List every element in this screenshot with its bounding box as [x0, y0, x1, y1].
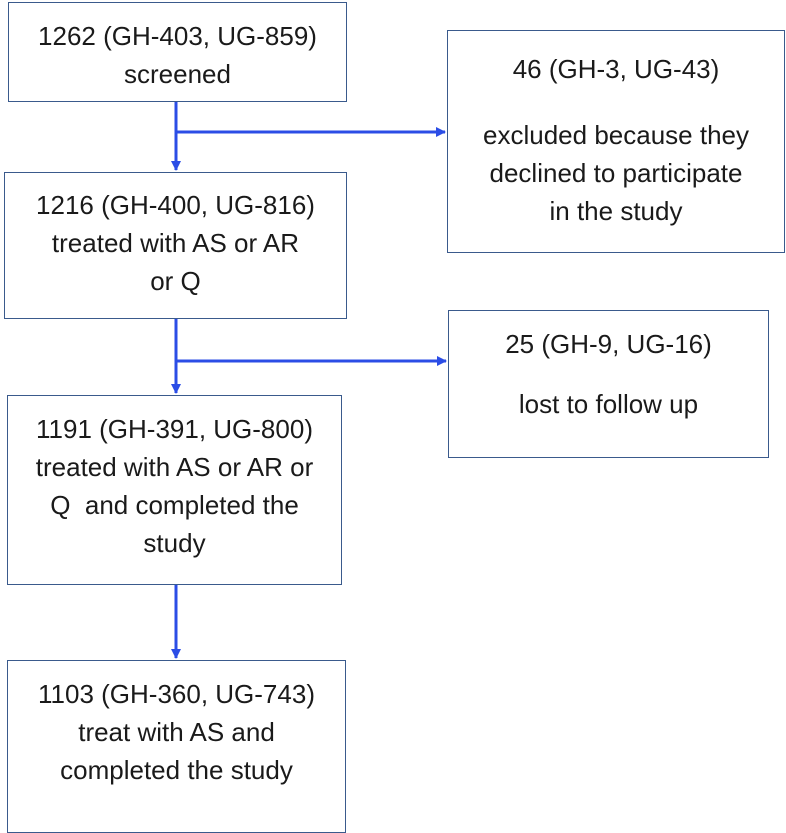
completed-label-line: Q and completed the: [50, 490, 299, 520]
treated-count: 1216 (GH-400, UG-816): [36, 190, 315, 220]
screened-box: 1262 (GH-403, UG-859) screened: [8, 2, 347, 102]
completed-label-line: treated with AS or AR or: [35, 452, 314, 482]
lost-box: 25 (GH-9, UG-16) lost to follow up: [448, 310, 769, 458]
completed-box: 1191 (GH-391, UG-800) treated with AS or…: [7, 395, 342, 585]
screened-count: 1262 (GH-403, UG-859): [38, 21, 317, 51]
as-completed-label-line: treat with AS and: [78, 717, 275, 747]
excluded-label-line: declined to participate: [489, 158, 743, 188]
excluded-label-line: in the study: [549, 196, 683, 226]
completed-label-line: study: [143, 528, 206, 558]
treated-label-line: or Q: [150, 266, 201, 296]
as-completed-label-line: completed the study: [60, 755, 293, 785]
excluded-count: 46 (GH-3, UG-43): [512, 54, 720, 84]
as-completed-box: 1103 (GH-360, UG-743) treat with AS and …: [7, 660, 346, 833]
excluded-box: 46 (GH-3, UG-43) excluded because they d…: [447, 30, 785, 253]
completed-count: 1191 (GH-391, UG-800): [36, 414, 313, 444]
excluded-label-line: excluded because they: [483, 120, 749, 150]
as-completed-count: 1103 (GH-360, UG-743): [38, 679, 315, 709]
treated-label-line: treated with AS or AR: [51, 228, 300, 258]
lost-label: lost to follow up: [518, 389, 699, 419]
lost-count: 25 (GH-9, UG-16): [505, 329, 712, 359]
screened-label: screened: [124, 59, 231, 89]
treated-box: 1216 (GH-400, UG-816) treated with AS or…: [4, 172, 347, 319]
